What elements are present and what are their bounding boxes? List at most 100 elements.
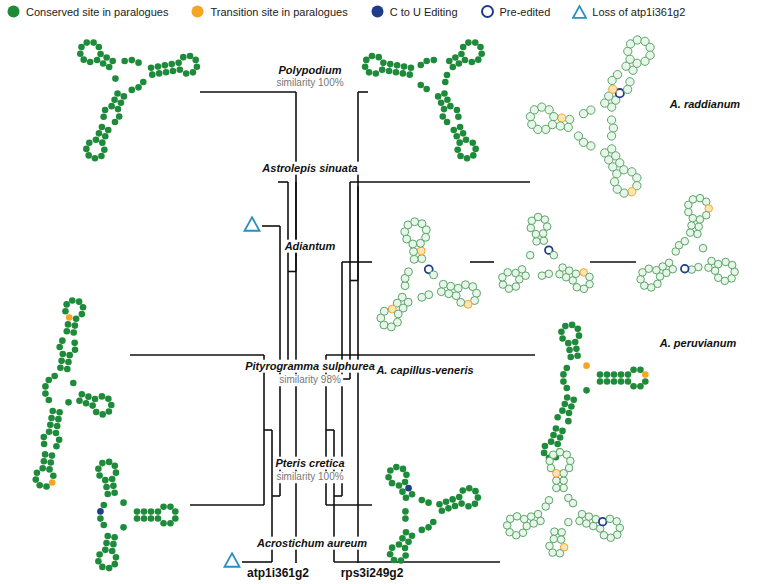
nucleotide-dot (604, 371, 611, 378)
species-name: A. peruvianum (658, 337, 738, 350)
nucleotide-dot (51, 373, 58, 380)
nucleotide-dot (72, 322, 79, 329)
nucleotide-dot (460, 44, 467, 51)
nucleotide-dot (607, 116, 615, 124)
nucleotide-dot (99, 411, 106, 418)
nucleotide-dot (109, 476, 116, 483)
nucleotide-dot (569, 322, 576, 329)
legend-text: Loss of atp1i361g2 (592, 6, 685, 18)
rna-structure (541, 322, 649, 462)
nucleotide-dot (686, 229, 694, 237)
nucleotide-dot (567, 457, 575, 465)
legend-entry: C to U Editing (370, 4, 458, 19)
legend-text: C to U Editing (390, 6, 458, 18)
nucleotide-dot (504, 269, 512, 277)
nucleotide-dot (430, 271, 438, 279)
nucleotide-dot (556, 549, 564, 557)
nucleotide-dot (528, 120, 536, 128)
species-name: A. raddianum (668, 98, 742, 111)
rna-structure (362, 39, 485, 161)
nucleotide-dot (105, 395, 112, 402)
nucleotide-dot (423, 58, 430, 65)
nucleotide-dot (121, 58, 128, 65)
nucleotide-dot (79, 311, 86, 318)
branch-line (358, 91, 368, 93)
nucleotide-dot (610, 178, 618, 186)
nucleotide-dot (618, 371, 625, 378)
nucleotide-dot (120, 524, 127, 531)
nucleotide-dot (149, 71, 156, 78)
nucleotide-dot (568, 403, 575, 410)
nucleotide-dot (148, 508, 155, 515)
nucleotide-dot (538, 272, 546, 280)
nucleotide-dot (65, 399, 72, 406)
nucleotide-dot (576, 332, 583, 339)
nucleotide-dot (106, 459, 113, 466)
nucleotide-dot (111, 97, 118, 104)
nucleotide-dot (83, 400, 90, 407)
nucleotide-dot (42, 451, 49, 458)
nucleotide-dot (396, 482, 403, 489)
nucleotide-dot (108, 402, 115, 409)
nucleotide-dot (447, 282, 455, 290)
nucleotide-dot (559, 428, 566, 435)
nucleotide-dot (656, 273, 664, 281)
nucleotide-dot (175, 60, 182, 67)
nucleotide-dot (630, 366, 637, 373)
nucleotide-dot (583, 362, 590, 369)
nucleotide-dot (96, 551, 103, 558)
nucleotide-dot (400, 466, 407, 473)
nucleotide-dot (554, 441, 561, 448)
nucleotide-dot (560, 378, 567, 385)
nucleotide-dot (554, 414, 561, 421)
nucleotide-dot (103, 54, 110, 61)
nucleotide-dot (462, 57, 469, 64)
legend-dot (371, 6, 383, 18)
nucleotide-dot (402, 552, 409, 559)
nucleotide-dot (53, 430, 60, 437)
nucleotide-dot (389, 544, 396, 551)
nucleotide-dot (65, 321, 72, 328)
nucleotide-dot (562, 323, 569, 330)
nucleotide-dot (56, 409, 63, 416)
nucleotide-dot (100, 60, 107, 67)
nucleotide-dot (112, 75, 119, 82)
nucleotide-dot (550, 535, 558, 543)
nucleotide-dot (112, 119, 119, 126)
branch-line (342, 261, 372, 263)
nucleotide-dot (49, 479, 56, 486)
nucleotide-dot (400, 70, 407, 77)
nucleotide-dot (597, 378, 604, 385)
nucleotide-dot (611, 378, 618, 385)
nucleotide-dot (714, 260, 722, 268)
nucleotide-dot (102, 133, 109, 140)
nucleotide-dot (563, 365, 570, 372)
nucleotide-dot (553, 477, 561, 485)
nucleotide-dot (98, 153, 105, 160)
branch-line (264, 429, 272, 431)
nucleotide-dot (647, 284, 655, 292)
nucleotide-dot (111, 463, 118, 470)
nucleotide-dot (99, 124, 106, 131)
taxon-name: Pteris cretica (273, 457, 346, 470)
rna-structure (385, 464, 481, 564)
nucleotide-dot (46, 466, 53, 473)
nucleotide-dot (556, 122, 564, 130)
nucleotide-dot (65, 359, 72, 366)
nucleotide-dot (443, 498, 450, 505)
nucleotide-dot (435, 93, 442, 100)
nucleotide-dot (97, 508, 104, 515)
nucleotide-dot (557, 434, 564, 441)
nucleotide-dot (114, 90, 121, 97)
nucleotide-dot (580, 285, 588, 293)
nucleotide-dot (512, 283, 520, 291)
nucleotide-dot (80, 304, 87, 311)
nucleotide-dot (101, 146, 108, 153)
branch-line (350, 181, 530, 183)
branch-line (190, 504, 264, 506)
nucleotide-dot (96, 130, 103, 137)
nucleotide-dot (63, 301, 70, 308)
legend-text: Pre-edited (500, 6, 551, 18)
nucleotide-dot (550, 251, 558, 259)
